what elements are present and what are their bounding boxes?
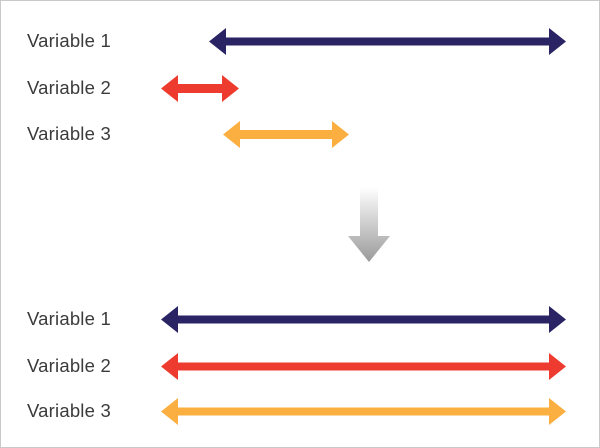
bottom-label-3: Variable 3 <box>27 399 111 421</box>
transition-down-arrow <box>348 187 390 262</box>
arrow-shape <box>161 74 239 102</box>
arrow-shape <box>223 120 349 148</box>
arrow-shape <box>161 352 566 380</box>
bottom-arrow-orange <box>161 397 566 425</box>
top-label-2: Variable 2 <box>27 76 111 98</box>
top-arrow-orange <box>223 120 349 148</box>
bottom-label-2: Variable 2 <box>27 354 111 376</box>
top-label-3: Variable 3 <box>27 122 111 144</box>
top-arrow-red <box>161 74 239 102</box>
bottom-arrow-red <box>161 352 566 380</box>
arrow-shape <box>161 397 566 425</box>
top-label-1: Variable 1 <box>27 29 111 51</box>
arrow-shape <box>161 305 566 333</box>
bottom-arrow-navy <box>161 305 566 333</box>
arrow-shape <box>209 27 566 55</box>
down-arrow-shape <box>348 187 390 262</box>
bottom-label-1: Variable 1 <box>27 307 111 329</box>
top-arrow-navy <box>209 27 566 55</box>
